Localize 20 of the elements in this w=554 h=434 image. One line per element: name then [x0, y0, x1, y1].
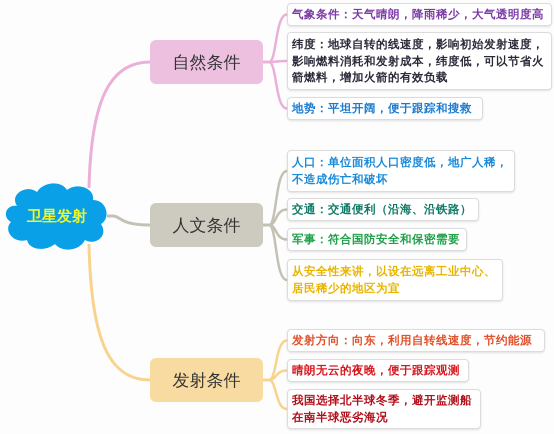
topic-title: 卫星发射	[27, 206, 87, 226]
note-box: 军事：符合国防安全和保密需要	[287, 228, 467, 251]
branch-box: 自然条件	[150, 40, 263, 84]
note-box: 从安全性来讲，以设在远离工业中心、居民稀少的地区为宜	[287, 259, 503, 301]
connector-line	[263, 60, 288, 110]
connector-line	[88, 244, 150, 382]
connector-line	[107, 214, 150, 226]
note-box: 人口：单位面积人口密度低，地广人稀，不造成伤亡和破坏	[287, 150, 515, 192]
note-box: 交通：交通便利（沿海、沿铁路）	[287, 198, 479, 221]
note-box: 地势：平坦开阔，便于跟踪和搜救	[287, 97, 483, 120]
note-box: 气象条件：天气晴朗，降雨稀少，大气透明度高	[287, 3, 552, 26]
note-box: 晴朗无云的夜晚，便于跟踪观测	[287, 359, 469, 382]
connector-line	[263, 378, 288, 410]
branch-box: 发射条件	[150, 358, 263, 402]
connector-line	[263, 224, 288, 282]
connector-line	[88, 60, 150, 188]
note-box: 发射方向：向东，利用自转线速度，节约能源	[287, 329, 545, 352]
note-box: 我国选择北半球冬季，避开监测船在南半球恶劣海况	[287, 389, 481, 429]
note-box: 纬度：地球自转的线速度，影响初始发射速度，影响燃料消耗和发射成本，纬度低，可以节省火箭燃料，增加火箭的有效负载	[287, 32, 552, 90]
branch-box: 人文条件	[150, 203, 263, 247]
